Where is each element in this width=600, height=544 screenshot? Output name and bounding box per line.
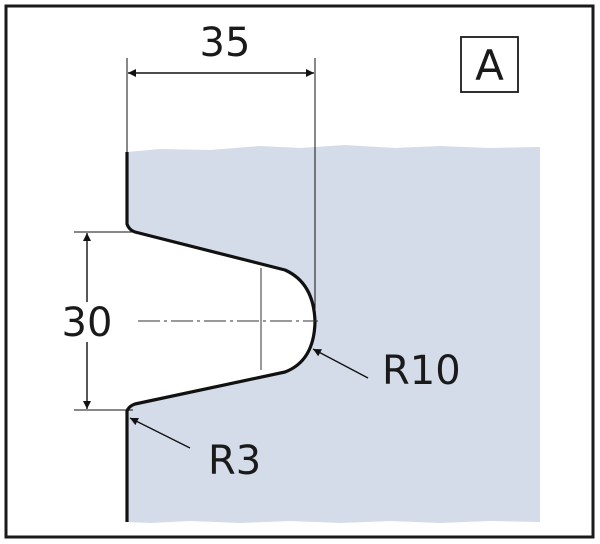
- notch-outline: [125, 152, 317, 522]
- height-dimension-label: 30: [62, 300, 113, 346]
- small-radius-leader: [129, 417, 191, 449]
- panel-label: A: [475, 41, 504, 90]
- large-radius-label: R10: [382, 348, 461, 394]
- large-radius-leader: [312, 348, 369, 379]
- figure-frame: [4, 4, 595, 539]
- panel-label-box: [460, 36, 519, 93]
- small-radius-label: R3: [208, 438, 261, 484]
- material-region: [127, 145, 540, 523]
- width-dimension-label: 35: [200, 20, 251, 66]
